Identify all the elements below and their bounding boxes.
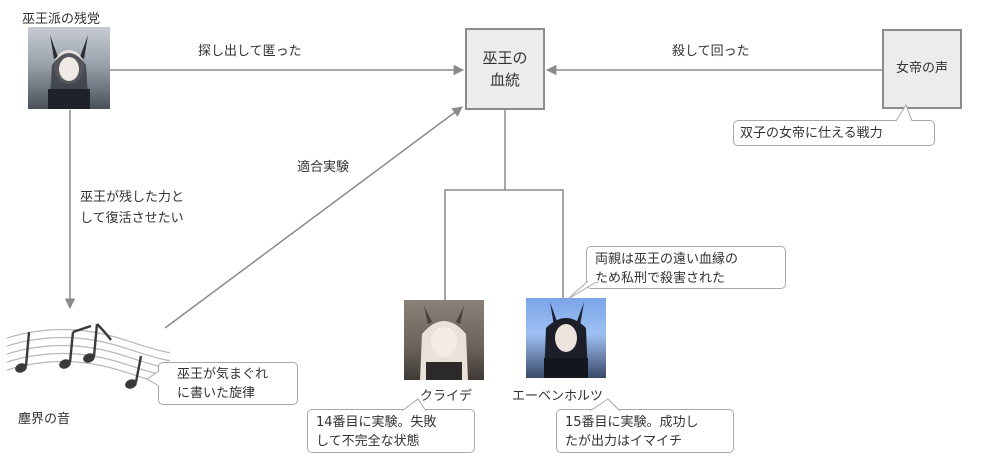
edge-label-empress-to-bloodline: 殺して回った	[672, 44, 750, 59]
empress-label: 女帝の声	[895, 61, 948, 76]
ebenholz-bottom-callout-pointer	[589, 398, 621, 412]
sound-callout-pointer	[146, 370, 160, 387]
remnant-portrait-icon	[28, 27, 110, 109]
empress-callout: 双子の女帝に仕える戦力	[733, 120, 935, 146]
klaide-callout-line1: 14番目に実験。失敗	[316, 415, 437, 430]
ebenholz-top-callout-pointer	[567, 280, 599, 300]
empress-node: 女帝の声	[882, 29, 962, 109]
bloodline-label-line1: 巫王の	[482, 49, 528, 67]
ebenholz-bottom-callout-line1: 15番目に実験。成功し	[565, 415, 699, 430]
bloodline-label-line2: 血統	[489, 71, 520, 89]
klaide-label: クライデ	[420, 389, 473, 404]
sound-callout: 巫王が気まぐれ に書いた旋律	[158, 362, 298, 405]
ebenholz-label: エーベンホルツ	[512, 389, 604, 404]
sound-label: 塵界の音	[18, 412, 71, 427]
empress-callout-pointer	[895, 104, 913, 122]
klaide-callout: 14番目に実験。失敗 して不完全な状態	[307, 409, 475, 453]
edge-label-remnant-to-sound-line1: 巫王が残した力と	[80, 190, 185, 205]
sound-callout-line1: 巫王が気まぐれ	[177, 367, 269, 382]
ebenholz-top-callout-line1: 両親は巫王の遠い血縁の	[595, 252, 739, 267]
ebenholz-bottom-callout: 15番目に実験。成功し たが出力はイマイチ	[556, 409, 734, 453]
edge-label-remnant-to-sound-line2: して復活させたい	[80, 211, 184, 226]
ebenholz-portrait-icon	[526, 298, 606, 378]
sound-callout-line2: に書いた旋律	[177, 386, 256, 401]
klaide-portrait-icon	[404, 300, 484, 380]
empress-callout-text: 双子の女帝に仕える戦力	[740, 126, 883, 141]
klaide-callout-pointer	[401, 398, 427, 412]
ebenholz-top-callout-line2: ため私刑で殺害された	[595, 271, 726, 286]
music-notes-icon	[6, 323, 170, 389]
ebenholz-bottom-callout-line2: たが出力はイマイチ	[565, 434, 683, 449]
edge-label-remnant-to-bloodline: 探し出して匿った	[198, 44, 302, 59]
klaide-callout-line2: して不完全な状態	[316, 434, 420, 449]
remnant-label: 巫王派の残党	[22, 12, 101, 27]
ebenholz-top-callout: 両親は巫王の遠い血縁の ため私刑で殺害された	[586, 246, 786, 289]
bloodline-node: 巫王の 血統	[465, 28, 545, 110]
edge-sound-to-bloodline	[164, 106, 463, 329]
edge-children-bracket	[444, 189, 564, 300]
edge-label-sound-to-bloodline: 適合実験	[297, 160, 350, 175]
